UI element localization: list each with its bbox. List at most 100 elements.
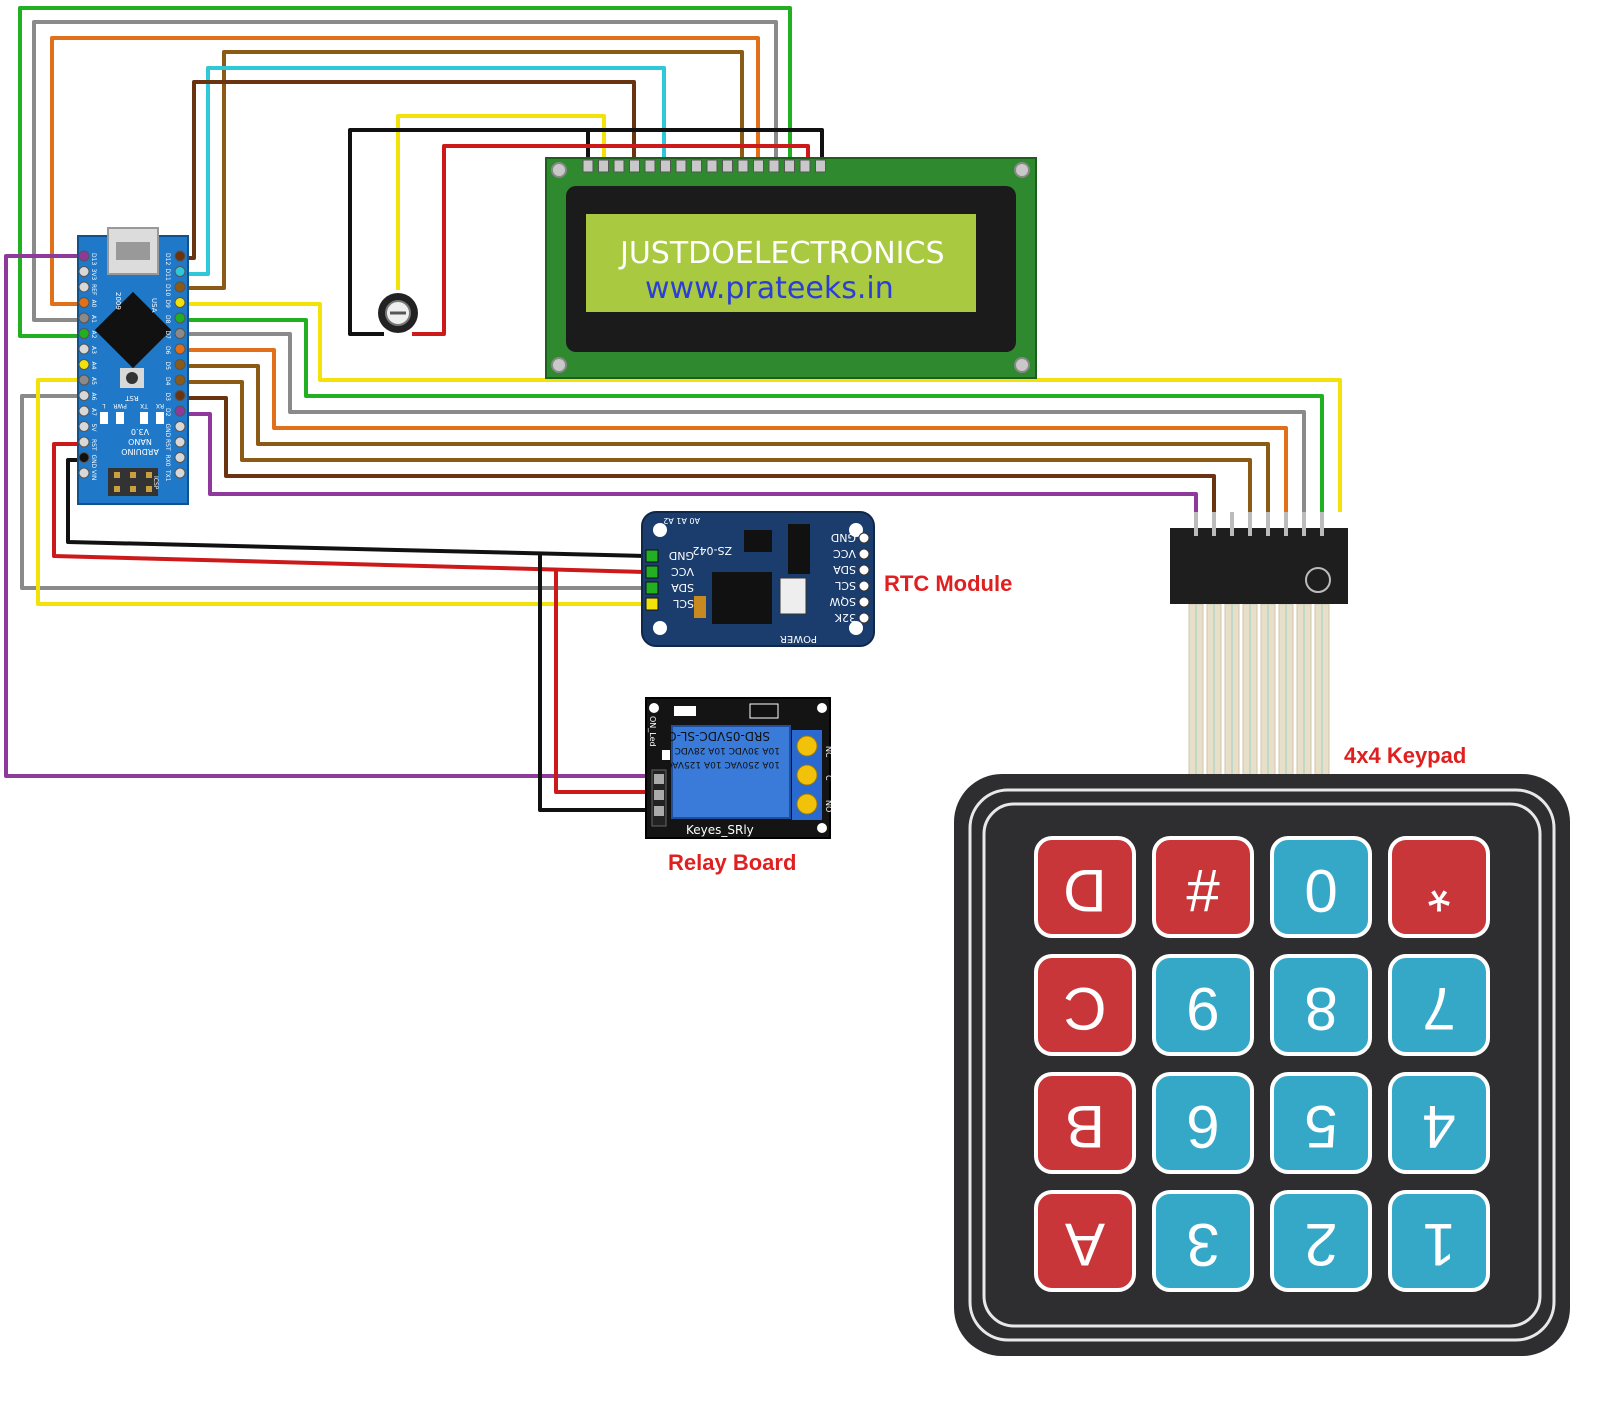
lcd-pin — [815, 159, 826, 173]
nano-pin-d6 — [174, 343, 186, 355]
keypad-connector — [1170, 528, 1348, 604]
nano-pin-label: GND — [90, 455, 97, 469]
rst-label: RST — [124, 394, 138, 402]
nano-pin-label: GND — [164, 424, 171, 438]
wire-brown2-kp — [180, 380, 1252, 512]
lcd-line-2: www.prateeks.in — [645, 271, 894, 306]
wire-purple-kp — [180, 412, 1198, 512]
keypad-pin — [1320, 512, 1324, 536]
key-#[interactable]: # — [1152, 836, 1254, 938]
nano-pin-label: D11 — [164, 269, 171, 281]
key-C[interactable]: C — [1034, 954, 1136, 1056]
key-D[interactable]: D — [1034, 836, 1136, 938]
key-6[interactable]: 6 — [1152, 1072, 1254, 1174]
wire-darkbrown-kp — [180, 396, 1216, 512]
nano-pin-vin — [78, 467, 90, 479]
wire-yellow-rtc — [36, 378, 646, 606]
relay-terminal-c: C — [824, 775, 833, 781]
key-2[interactable]: 2 — [1270, 1190, 1372, 1292]
key-4[interactable]: 4 — [1388, 1072, 1490, 1174]
rtc-pin-sda — [858, 564, 870, 576]
key-label: B — [1065, 1093, 1105, 1160]
rtc-pin-label: SDA — [671, 581, 694, 594]
key-B[interactable]: B — [1034, 1072, 1136, 1174]
nano-pin-label: RX0 — [164, 455, 171, 467]
key-label: D — [1063, 857, 1106, 924]
led-label: TX — [140, 402, 149, 409]
nano-pin-d2 — [174, 405, 186, 417]
key-5[interactable]: 5 — [1270, 1072, 1372, 1174]
relay-terminal-nc: NC — [824, 746, 833, 758]
lcd-line-1: JUSTDOELECTRONICS — [618, 236, 945, 271]
nano-pin-d11 — [174, 266, 186, 277]
rtc-pin-label: VCC — [671, 565, 694, 578]
nano-pin-label: REF — [90, 284, 97, 296]
led-label: RX — [156, 402, 164, 409]
rtc-pin-scl — [858, 580, 870, 592]
rtc-power-label: POWER — [780, 633, 817, 644]
nano-pin-label: A7 — [90, 408, 97, 416]
usb-label: USA — [150, 298, 158, 313]
key-8[interactable]: 8 — [1270, 954, 1372, 1056]
key-7[interactable]: 7 — [1388, 954, 1490, 1056]
lcd-pin — [737, 159, 749, 173]
led-label: PWR — [113, 402, 127, 409]
key-1[interactable]: 1 — [1388, 1190, 1490, 1292]
nano-pin-label: D13 — [90, 253, 97, 265]
arduino-model-2: NANO — [128, 437, 152, 446]
key-*[interactable]: * — [1388, 836, 1490, 938]
keypad-pin — [1230, 512, 1234, 536]
rtc-chip-label: ZS-042 — [693, 544, 732, 557]
rtc-pin-label: SCL — [672, 597, 694, 610]
wire-red-relay — [554, 568, 650, 794]
keypad-pin — [1194, 512, 1198, 536]
nano-pin-label: A5 — [90, 377, 97, 385]
wire-orange-kp — [180, 348, 1288, 512]
wire-gray-kp — [180, 332, 1306, 512]
wire-green-a2-lcd — [18, 6, 792, 338]
keypad-pin — [1266, 512, 1270, 536]
nano-pin-label: D4 — [164, 377, 171, 386]
diode-d1 — [749, 703, 779, 719]
key-3[interactable]: 3 — [1152, 1190, 1254, 1292]
rtc-pin-scl — [645, 597, 659, 611]
wire-green-kp — [180, 318, 1324, 512]
relay-terminals — [792, 730, 822, 820]
nano-pin-label: D3 — [164, 393, 171, 402]
nano-pin-label: A6 — [90, 393, 97, 401]
nano-pin-label: A4 — [90, 362, 97, 370]
wire-yellow-kp — [180, 302, 1342, 512]
relay-rating-2: 10A 30VDC 10A 28VDC — [675, 745, 780, 755]
rtc-pin-vcc — [645, 565, 659, 579]
key-0[interactable]: 0 — [1270, 836, 1372, 938]
nano-pin-label: D9 — [164, 300, 171, 309]
rtc-pin-label: 32K — [834, 611, 856, 624]
key-A[interactable]: A — [1034, 1190, 1136, 1292]
lcd-mount-holes — [551, 162, 1030, 373]
mcu-chip — [94, 291, 172, 369]
relay-coil — [671, 725, 791, 819]
key-label: 5 — [1304, 1093, 1337, 1160]
wire-black-pot — [348, 128, 824, 336]
nano-pin-a0 — [78, 297, 90, 308]
lcd-pin — [613, 159, 625, 173]
icsp-label: ICSP — [152, 476, 159, 490]
nano-pin-a1 — [78, 312, 90, 324]
key-label: 0 — [1304, 857, 1337, 924]
led-label: L — [102, 402, 106, 409]
nano-pin-d3 — [174, 390, 186, 401]
relay-board: SRD-05VDC-SL-C 10A 250VAC 10A 125VAC 10A… — [645, 697, 833, 839]
rtc-pin-vcc — [858, 548, 870, 560]
nano-pin-label: 3V3 — [90, 269, 97, 281]
nano-pin-rst — [174, 436, 186, 448]
key-9[interactable]: 9 — [1152, 954, 1254, 1056]
lcd-pin — [753, 159, 764, 173]
lcd-pin — [598, 159, 609, 173]
nano-pin-label: A3 — [90, 346, 97, 354]
